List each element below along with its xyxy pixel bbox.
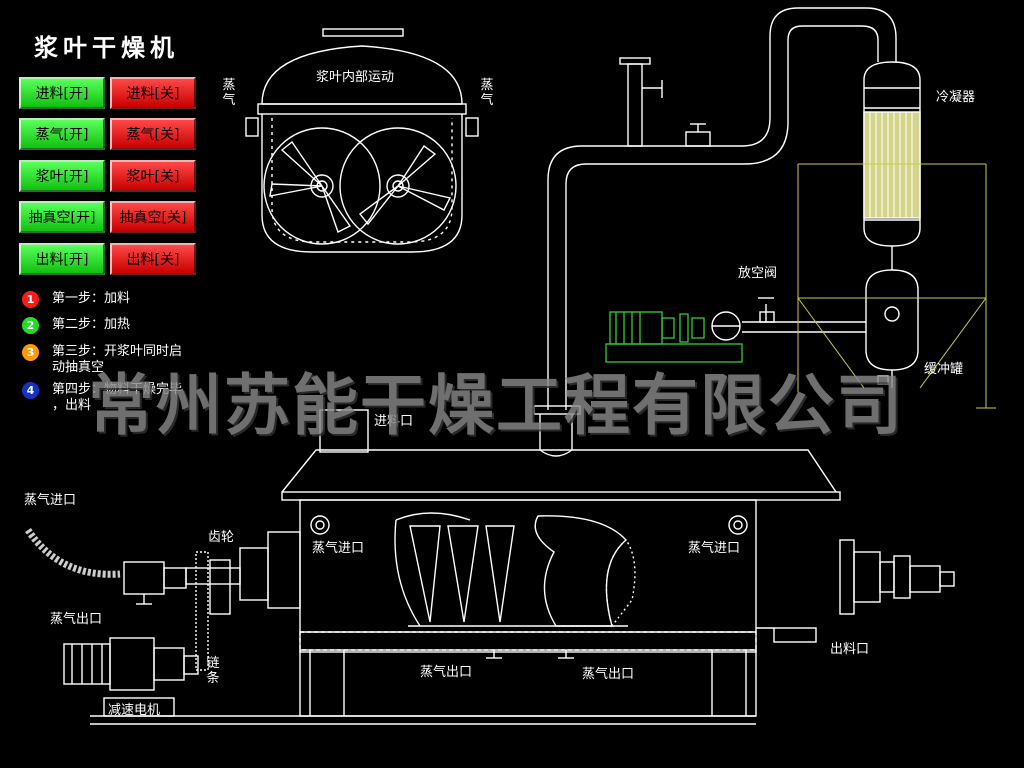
label-steam-outlet-left: 蒸气出口 [50, 612, 103, 627]
step-1-badge: 1 [22, 291, 39, 308]
label-steam-right: 蒸气 [480, 78, 494, 108]
right-shaft-end [839, 539, 955, 615]
label-gear: 齿轮 [208, 530, 235, 545]
label-steam-left: 蒸气 [222, 78, 236, 108]
step-2-text: 第二步：加热 [52, 317, 131, 332]
label-chain: 链条 [206, 656, 220, 686]
support-frame [797, 163, 996, 409]
step-3-badge: 3 [22, 344, 39, 361]
label-steam-outlet-bottom-1: 蒸气出口 [420, 665, 473, 680]
left-shaft-end [25, 528, 301, 671]
gear-motor [63, 637, 199, 717]
step-1-text: 第一步：加料 [52, 291, 131, 306]
step-4-text: 第四步：物料干燥完毕 ，出料 [52, 382, 183, 413]
label-feed-inlet: 进料口 [374, 414, 414, 429]
feed-off-button[interactable]: 进料[关] [110, 77, 196, 109]
label-steam-inlet-left: 蒸气进口 [312, 541, 365, 556]
steam-off-button[interactable]: 蒸气[关] [110, 118, 196, 150]
label-steam-inlet-right: 蒸气进口 [688, 541, 741, 556]
step-4-badge: 4 [22, 382, 39, 399]
condenser [863, 61, 921, 270]
discharge-off-button[interactable]: 出料[关] [110, 243, 196, 275]
vacuum-pump [605, 311, 743, 363]
label-discharge: 出料口 [830, 642, 870, 657]
discharge-on-button[interactable]: 出料[开] [19, 243, 105, 275]
vacuum-on-button[interactable]: 抽真空[开] [19, 201, 105, 233]
step-2-badge: 2 [22, 317, 39, 334]
paddle-on-button[interactable]: 浆叶[开] [19, 160, 105, 192]
paddle-off-button[interactable]: 浆叶[关] [110, 160, 196, 192]
label-condenser: 冷凝器 [936, 90, 976, 105]
label-vent-valve: 放空阀 [738, 266, 778, 281]
label-steam-outlet-bottom-2: 蒸气出口 [582, 667, 635, 682]
vapor-pipe [533, 7, 897, 457]
step-3-text: 第三步：开浆叶同时启 动抽真空 [52, 344, 183, 375]
feed-on-button[interactable]: 进料[开] [19, 77, 105, 109]
label-buffer-tank: 缓冲罐 [924, 362, 964, 377]
page-title: 浆叶干燥机 [34, 34, 179, 62]
label-inner-motion: 浆叶内部运动 [316, 70, 395, 85]
steam-on-button[interactable]: 蒸气[开] [19, 118, 105, 150]
paddle-cross-section [245, 28, 479, 253]
label-motor: 减速电机 [108, 703, 161, 718]
vacuum-off-button[interactable]: 抽真空[关] [110, 201, 196, 233]
label-steam-inlet-outer: 蒸气进口 [24, 493, 77, 508]
buffer-tank [742, 269, 919, 388]
